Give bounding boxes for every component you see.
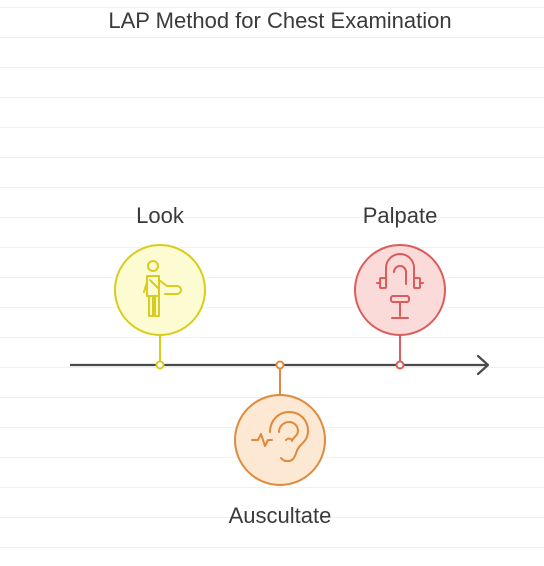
standing-person-icon — [143, 260, 182, 317]
step-palpate-badge — [354, 244, 446, 336]
timeline-arrowhead-icon — [476, 354, 490, 376]
step-auscultate-marker — [275, 360, 285, 370]
step-auscultate: Auscultate — [229, 360, 332, 528]
step-palpate-label: Palpate — [363, 203, 438, 228]
ear-icon — [251, 411, 309, 463]
stethoscope-icon — [376, 253, 424, 319]
step-look: Look — [114, 203, 206, 370]
diagram-title: LAP Method for Chest Examination — [108, 8, 451, 33]
step-look-label: Look — [136, 203, 185, 228]
step-palpate: Palpate — [354, 203, 446, 370]
step-look-marker — [155, 360, 165, 370]
step-auscultate-label: Auscultate — [229, 503, 332, 528]
step-palpate-marker — [395, 360, 405, 370]
step-auscultate-badge — [234, 394, 326, 486]
